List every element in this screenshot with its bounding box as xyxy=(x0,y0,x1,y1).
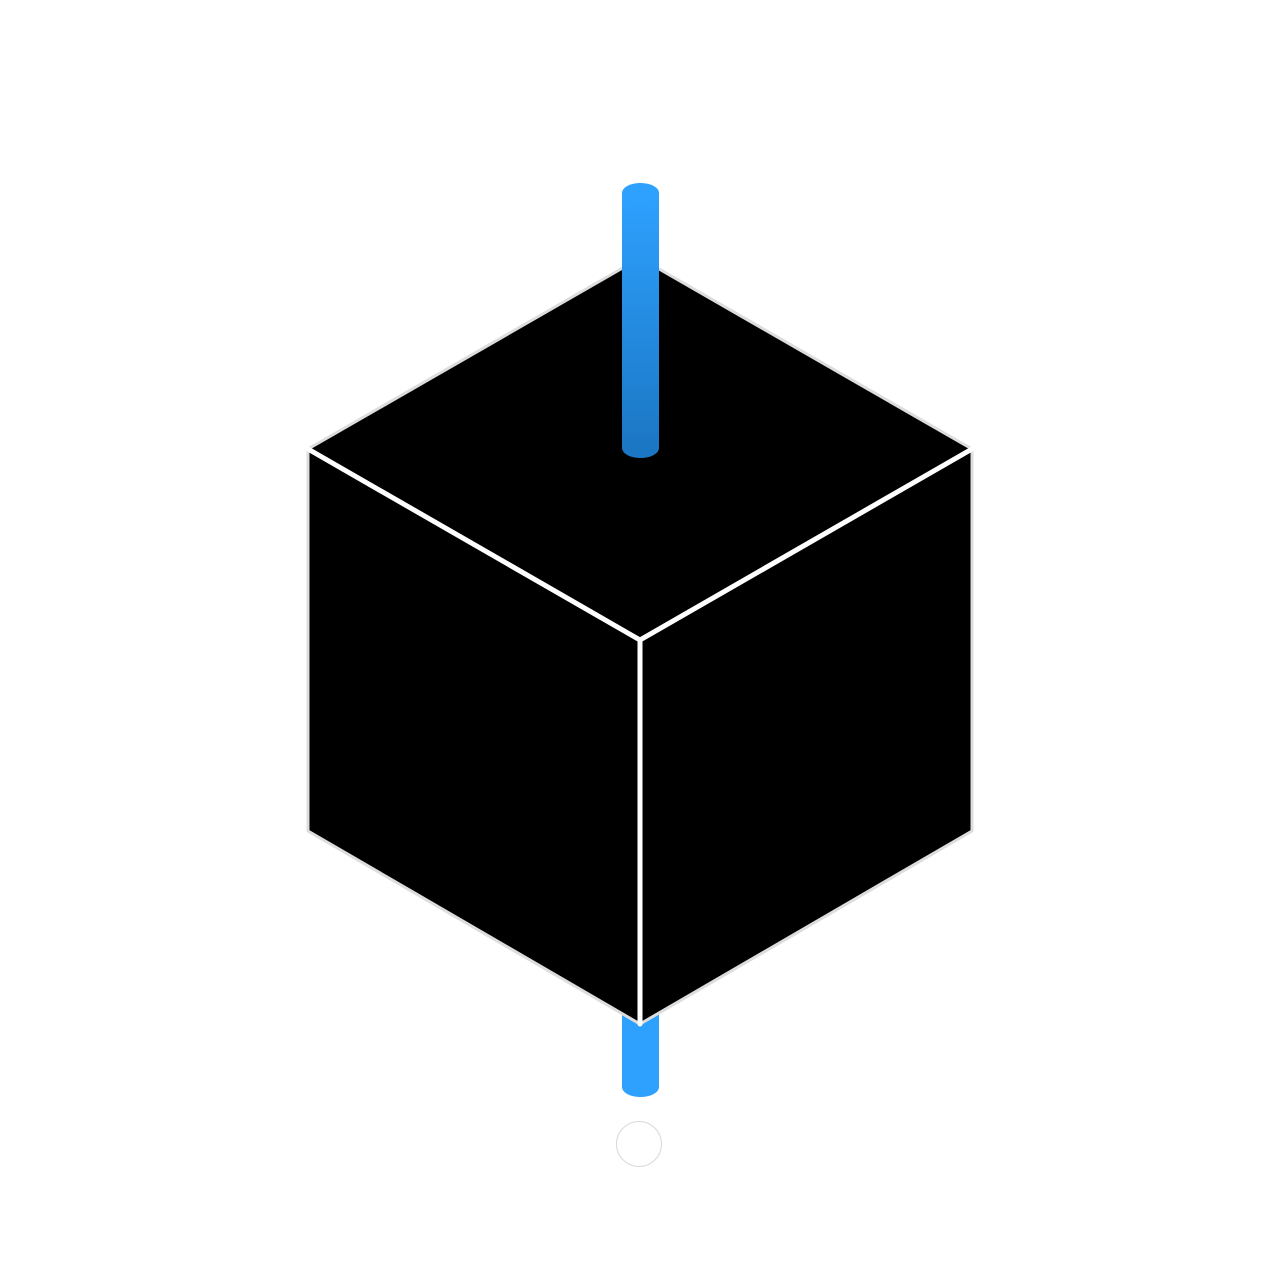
rod-top-segment[interactable] xyxy=(622,183,659,458)
rod-top-base-cap xyxy=(622,438,659,458)
cube[interactable] xyxy=(305,256,975,1027)
rod-top-cap xyxy=(622,183,659,203)
circle-marker[interactable] xyxy=(616,1121,662,1167)
rod-top-body xyxy=(622,193,659,448)
rod-bottom-cap xyxy=(622,1077,659,1097)
